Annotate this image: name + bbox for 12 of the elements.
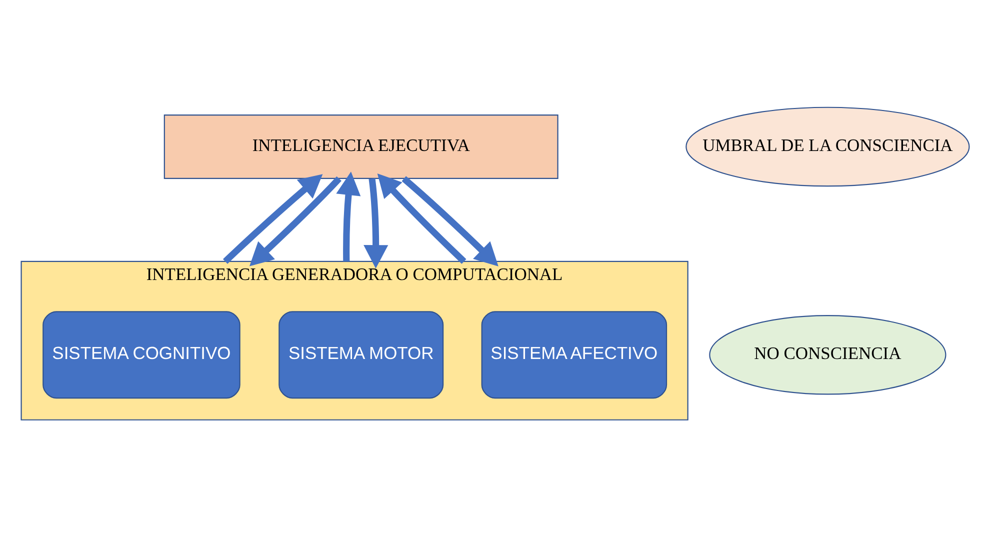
node-ellipse: UMBRAL DE LA CONSCIENCIA bbox=[686, 106, 970, 186]
node-box: INTELIGENCIA EJECUTIVA bbox=[164, 114, 558, 178]
arrow bbox=[377, 172, 466, 264]
arrow bbox=[402, 176, 498, 266]
node-box: SISTEMA MOTOR bbox=[278, 310, 444, 398]
node-box: SISTEMA COGNITIVO bbox=[42, 310, 240, 398]
arrow bbox=[222, 174, 323, 264]
arrow bbox=[364, 178, 388, 268]
arrow bbox=[249, 176, 342, 266]
node-box: SISTEMA AFECTIVO bbox=[481, 310, 668, 398]
node-ellipse: NO CONSCIENCIA bbox=[709, 314, 946, 394]
arrow bbox=[336, 171, 361, 261]
